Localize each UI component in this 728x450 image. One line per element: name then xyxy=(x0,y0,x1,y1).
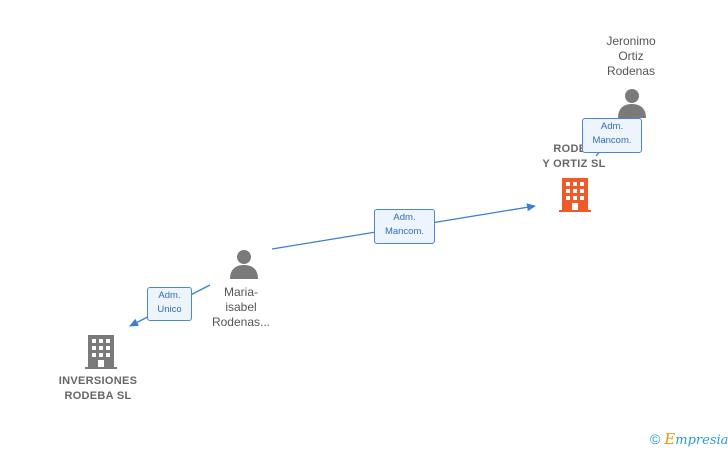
building-icon[interactable] xyxy=(559,178,591,212)
person-icon[interactable] xyxy=(229,249,259,279)
person-icon[interactable] xyxy=(617,88,647,118)
person-label-jeronimo[interactable]: Jeronimo Ortiz Rodenas xyxy=(606,34,656,78)
company-label-inversiones[interactable]: INVERSIONES RODEBA SL xyxy=(58,375,138,402)
brand-name: Empresia xyxy=(664,430,728,448)
building-icon[interactable] xyxy=(85,335,117,369)
relation-badge-jeronimo-rodenas[interactable]: Adm. Mancom. xyxy=(582,118,642,153)
person-label-maria[interactable]: Maria- isabel Rodenas... xyxy=(211,285,271,329)
empresia-logo: © Empresia xyxy=(650,430,728,448)
relation-badge-maria-rodenas[interactable]: Adm. Mancom. xyxy=(374,209,435,244)
copyright-icon: © xyxy=(650,431,661,447)
relation-badge-maria-inversiones[interactable]: Adm. Unico xyxy=(147,287,192,321)
